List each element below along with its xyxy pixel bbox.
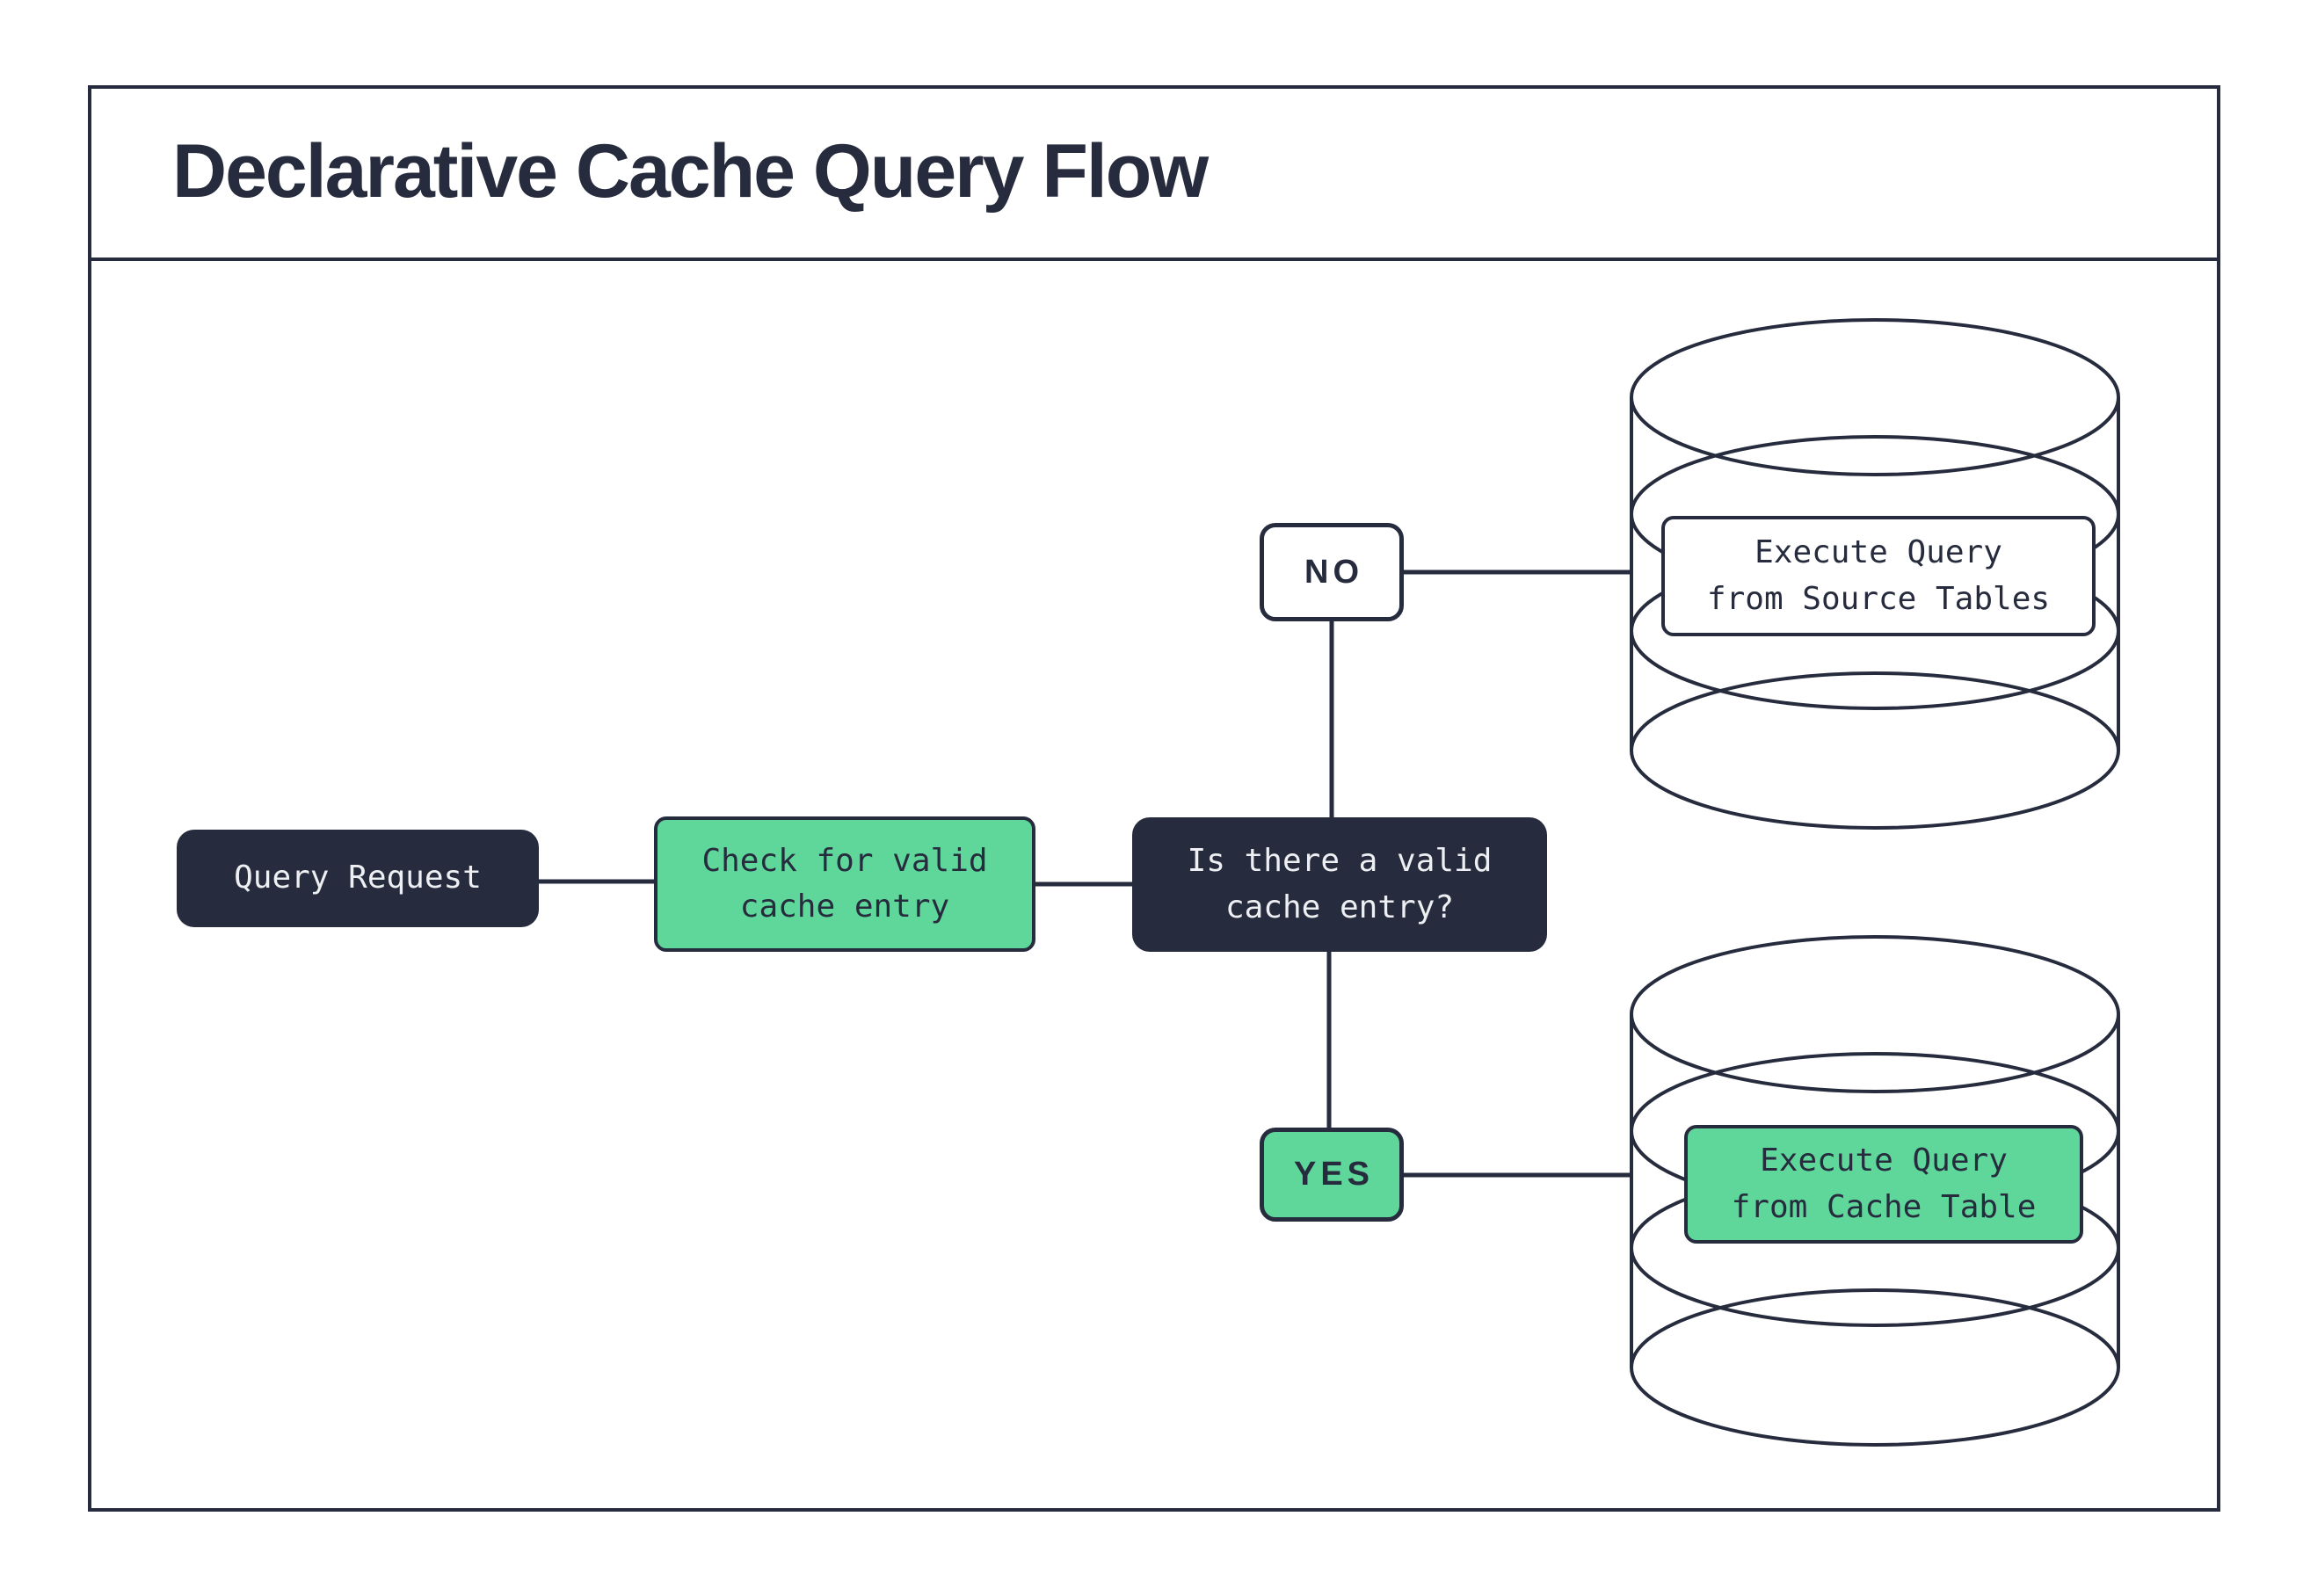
node-execute-source: Execute Query from Source Tables <box>1661 516 2096 636</box>
edge-label-yes: YES <box>1260 1128 1404 1222</box>
title-bar: Declarative Cache Query Flow <box>88 85 2220 261</box>
edge-label-no: NO <box>1260 523 1404 621</box>
page-title: Declarative Cache Query Flow <box>172 128 1209 214</box>
node-execute-cache: Execute Query from Cache Table <box>1684 1125 2083 1244</box>
node-cache-question: Is there a valid cache entry? <box>1132 817 1547 952</box>
node-check-cache: Check for valid cache entry <box>654 816 1035 952</box>
node-query-request: Query Request <box>177 830 539 927</box>
diagram-frame <box>88 85 2220 1512</box>
